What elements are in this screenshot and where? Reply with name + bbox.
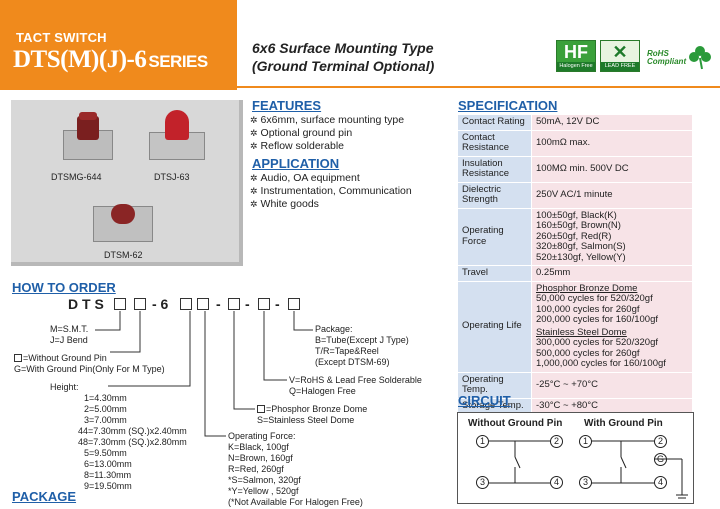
list-item: ✲Audio, OA equipment: [250, 172, 360, 184]
force-note: Operating Force: K=Black, 100gf N=Brown,…: [228, 431, 363, 507]
application-list: ✲Audio, OA equipment ✲Instrumentation, C…: [250, 172, 412, 211]
table-row: Insulation Resistance 100MΩ min. 500V DC: [457, 155, 693, 183]
pin-1: 1: [579, 435, 592, 448]
package-heading: PACKAGE: [12, 489, 77, 504]
table-row: Operating Temp. -25°C ~ +70°C: [457, 371, 693, 399]
header-banner: [0, 0, 237, 90]
bullet-icon: ✲: [250, 141, 258, 151]
order-box-force: [228, 298, 240, 310]
order-box-height2: [197, 298, 209, 310]
circuit-left-title: Without Ground Pin: [468, 418, 563, 429]
pin-ground: G: [654, 453, 667, 466]
checkbox-icon: [257, 405, 265, 413]
series-label: TACT SWITCH: [16, 30, 107, 45]
features-heading: FEATURES: [252, 98, 322, 113]
pin-3: 3: [476, 476, 489, 489]
pin-4: 4: [550, 476, 563, 489]
bullet-icon: ✲: [250, 173, 258, 183]
table-row: Contact Resistance 100mΩ max.: [457, 129, 693, 157]
circuit-heading: CIRCUIT: [458, 393, 511, 408]
order-prefix: D T S: [68, 296, 104, 312]
list-item: ✲White goods: [250, 198, 319, 210]
dome-note: =Phosphor Bronze Dome S=Stainless Steel …: [257, 404, 368, 425]
photo-label-dtsm-62: DTSM-62: [104, 250, 143, 260]
table-row: Dielectric Strength 250V AC/1 minute: [457, 181, 693, 209]
lead-free-badge: ✕ LEAD FREE: [600, 40, 640, 72]
circuit-right-title: With Ground Pin: [584, 418, 663, 429]
height-note: Height: 1=4.30mm 2=5.00mm 3=7.00mm 44=7.…: [50, 382, 187, 491]
product-photo: DTSMG-644 DTSJ-63 DTSM-62: [11, 100, 243, 266]
features-list: ✲6x6mm, surface mounting type ✲Optional …: [250, 114, 404, 153]
list-item: ✲Instrumentation, Communication: [250, 185, 412, 197]
table-row: Operating Life Phosphor Bronze Dome 50,0…: [457, 280, 693, 373]
specification-heading: SPECIFICATION: [458, 98, 558, 113]
order-dash: -: [275, 296, 280, 312]
circuit-diagram: Without Ground Pin With Ground Pin 1 2 3…: [457, 412, 694, 504]
table-row: Operating Force 100±50gf, Black(K) 160±5…: [457, 207, 693, 266]
model-suffix: SERIES: [148, 52, 208, 71]
type-note: M=S.M.T. J=J Bend: [50, 324, 89, 345]
subtitle-line1: 6x6 Surface Mounting Type: [252, 40, 434, 56]
switch-dtsmg-644: [63, 112, 113, 162]
header-rule: [237, 86, 720, 88]
bullet-icon: ✲: [250, 128, 258, 138]
subtitle-line2: (Ground Terminal Optional): [252, 58, 435, 74]
switch-dtsj-63: [149, 106, 205, 162]
application-heading: APPLICATION: [252, 156, 340, 171]
order-dash-6: - 6: [152, 296, 169, 312]
pin-1: 1: [476, 435, 489, 448]
circuit-schematic: [489, 440, 688, 499]
photo-label-dtsj-63: DTSJ-63: [154, 172, 190, 182]
pin-4: 4: [654, 476, 667, 489]
table-row: Storage Temp. -30°C ~ +80°C: [457, 397, 693, 414]
spec-table: Contact Rating 50mA, 12V DC Contact Resi…: [457, 114, 693, 414]
order-dash: -: [245, 296, 250, 312]
cross-icon: ✕: [612, 42, 628, 62]
bullet-icon: ✲: [250, 115, 258, 125]
order-box-ground: [134, 298, 146, 310]
halogen-free-badge: HF Halogen Free: [556, 40, 596, 72]
order-box-height: [180, 298, 192, 310]
pin-2: 2: [654, 435, 667, 448]
how-to-order-heading: HOW TO ORDER: [12, 280, 116, 295]
rohs-note: V=RoHS & Lead Free Solderable Q=Halogen …: [289, 375, 422, 396]
order-box-dome: [258, 298, 270, 310]
list-item: ✲Reflow solderable: [250, 140, 345, 152]
pin-2: 2: [550, 435, 563, 448]
bullet-icon: ✲: [250, 199, 258, 209]
pin-3: 3: [579, 476, 592, 489]
table-row: Travel 0.25mm: [457, 265, 693, 282]
bullet-icon: ✲: [250, 186, 258, 196]
clover-icon: [689, 46, 711, 70]
order-dash: -: [216, 296, 221, 312]
switch-dtsm-62: [93, 196, 153, 246]
checkbox-icon: [14, 354, 22, 362]
order-box-type: [114, 298, 126, 310]
order-box-package: [288, 298, 300, 310]
ground-note: =Without Ground Pin G=With Ground Pin(On…: [14, 353, 165, 374]
photo-label-dtsmg-644: DTSMG-644: [51, 172, 102, 182]
package-note: Package: B=Tube(Except J Type) T/R=Tape&…: [315, 324, 409, 367]
table-row: Contact Rating 50mA, 12V DC: [457, 114, 693, 131]
list-item: ✲Optional ground pin: [250, 127, 353, 139]
list-item: ✲6x6mm, surface mounting type: [250, 114, 405, 126]
